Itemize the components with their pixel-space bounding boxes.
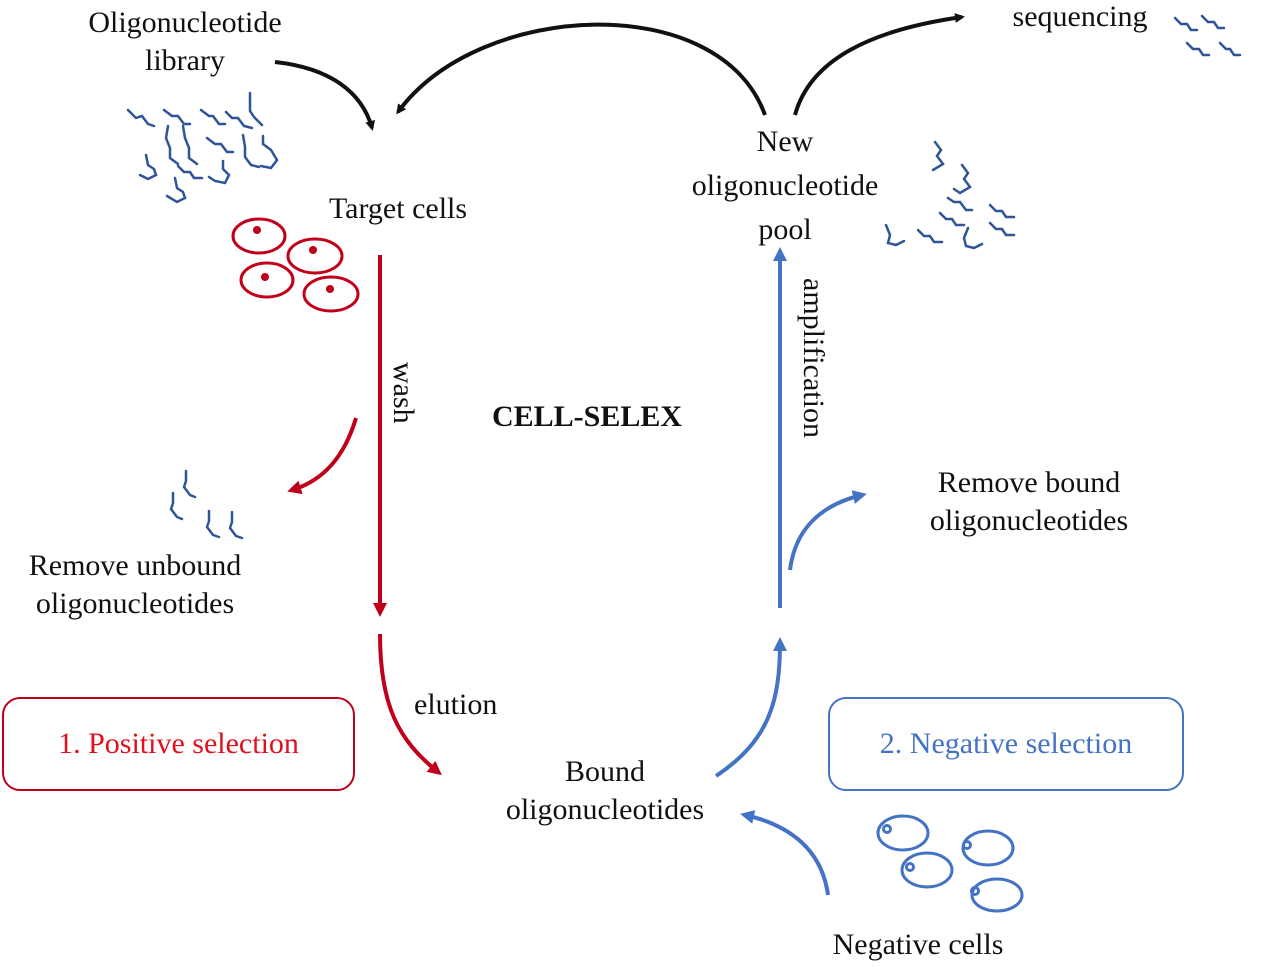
arrow-remove-unbound (287, 417, 358, 495)
elution-label: elution (414, 688, 498, 721)
arrow-elution (378, 633, 442, 776)
negative-cells-icon (876, 814, 1024, 913)
amplification-label: amplification (797, 278, 830, 438)
negative-selection-box: 2. Negative selection (828, 697, 1184, 791)
library-label-line1: Oligonucleotide (88, 6, 282, 39)
library-label-line2: library (145, 44, 225, 77)
remove-unbound-label-line1: Remove unbound (28, 549, 242, 582)
arrow-bound-to-amplification (714, 637, 787, 778)
arrow-remove-bound (788, 490, 867, 571)
positive-selection-box: 1. Positive selection (2, 697, 355, 791)
remove-unbound-label: Remove unbound oligonucleotides (0, 547, 270, 623)
library-label: Oligonucleotide library (60, 4, 310, 80)
oligonucleotide-sequencing-icon (1173, 14, 1242, 57)
negative-cells-label: Negative cells (832, 928, 1004, 961)
new-pool-label: New oligonucleotide pool (660, 120, 910, 252)
remove-bound-label: Remove bound oligonucleotides (894, 464, 1164, 540)
arrow-library-to-target (274, 60, 375, 131)
negative-selection-label: 2. Negative selection (879, 727, 1133, 760)
oligonucleotide-pool-icon (884, 140, 1016, 250)
arrow-pool-to-sequencing (793, 13, 965, 116)
oligonucleotide-unbound-icon (169, 469, 244, 540)
remove-bound-label-line2: oligonucleotides (929, 504, 1129, 537)
wash-label: wash (387, 362, 420, 424)
positive-selection-label: 1. Positive selection (58, 727, 299, 760)
arrow-negative-cells-to-bound (740, 810, 830, 896)
sequencing-label: sequencing (1012, 0, 1148, 33)
bound-label-line2: oligonucleotides (505, 793, 705, 826)
bound-oligonucleotides-label: Bound oligonucleotides (475, 753, 735, 829)
oligonucleotide-library-icon (126, 91, 279, 204)
arrow-pool-to-target (396, 22, 767, 116)
remove-unbound-label-line2: oligonucleotides (35, 587, 235, 620)
new-pool-label-line2: oligonucleotide (691, 169, 879, 202)
new-pool-label-line3: pool (758, 213, 812, 246)
target-cells-label: Target cells (328, 192, 468, 225)
bound-label-line1: Bound (564, 755, 645, 788)
target-cells-icon (231, 217, 360, 313)
remove-bound-label-line1: Remove bound (937, 466, 1121, 499)
new-pool-label-line1: New (756, 125, 814, 158)
diagram-title: CELL-SELEX (491, 400, 683, 433)
